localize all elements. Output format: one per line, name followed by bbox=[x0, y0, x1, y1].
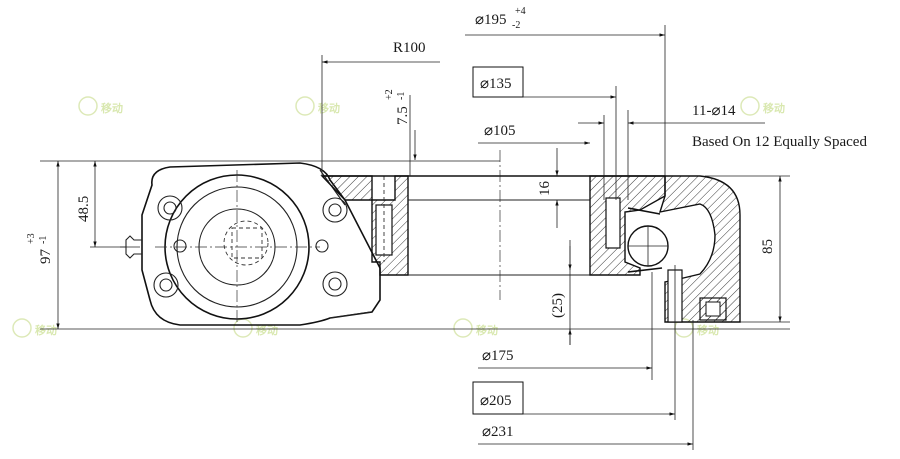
svg-text:移动: 移动 bbox=[35, 323, 57, 337]
lower-seal bbox=[627, 267, 663, 273]
shaft-key-hidden bbox=[231, 227, 263, 259]
svg-text:-1: -1 bbox=[396, 92, 407, 100]
svg-text:97: 97 bbox=[38, 249, 54, 265]
inner-bolt-hole bbox=[605, 197, 621, 249]
dim-d105: ⌀105 bbox=[478, 123, 590, 145]
svg-text:⌀195: ⌀195 bbox=[475, 12, 507, 28]
svg-text:-2: -2 bbox=[512, 20, 520, 31]
dim-holes: 11-⌀14 Based On 12 Equally Spaced bbox=[578, 103, 867, 150]
svg-text:(25): (25) bbox=[550, 293, 566, 318]
dim-d135: ⌀135 bbox=[472, 66, 616, 99]
svg-text:移动: 移动 bbox=[697, 323, 719, 337]
svg-text:移动: 移动 bbox=[476, 323, 498, 337]
svg-text:移动: 移动 bbox=[256, 323, 278, 337]
small-hole-left bbox=[173, 239, 187, 253]
dim-d231: ⌀231 bbox=[478, 424, 693, 446]
svg-text:48.5: 48.5 bbox=[76, 196, 92, 222]
shaft-bore-hidden bbox=[223, 220, 269, 266]
bolt-bottom-right bbox=[322, 271, 348, 297]
svg-text:⌀105: ⌀105 bbox=[484, 123, 516, 139]
dim-r100: R100 bbox=[322, 40, 440, 64]
svg-text:移动: 移动 bbox=[318, 101, 340, 115]
svg-text:11-⌀14: 11-⌀14 bbox=[692, 103, 736, 119]
svg-text:移动: 移动 bbox=[763, 101, 785, 115]
svg-text:+3: +3 bbox=[26, 233, 37, 244]
svg-text:7.5: 7.5 bbox=[395, 106, 411, 125]
small-hole-right bbox=[315, 239, 329, 253]
worm-housing bbox=[120, 162, 381, 326]
watermark-logo-5: 移动 bbox=[233, 318, 278, 338]
svg-text:⌀175: ⌀175 bbox=[482, 348, 514, 364]
watermark-group: 移动 移动 移动 移动 移动 移动 移动 bbox=[12, 96, 785, 338]
dim-d175: ⌀175 bbox=[478, 348, 652, 370]
dim-d195: ⌀195 +4 -2 bbox=[465, 6, 665, 37]
svg-text:-1: -1 bbox=[38, 236, 49, 244]
svg-text:⌀205: ⌀205 bbox=[480, 393, 512, 409]
dim-97: 97 +3 -1 bbox=[26, 161, 60, 329]
dim-25: (25) bbox=[550, 246, 572, 345]
right-ring-section bbox=[500, 175, 741, 323]
watermark-logo-4: 移动 bbox=[12, 318, 57, 338]
dim-485: 48.5 bbox=[76, 161, 97, 247]
upper-seal bbox=[627, 207, 661, 215]
svg-text:85: 85 bbox=[760, 239, 776, 254]
bolt-bottom-left bbox=[153, 272, 179, 298]
dim-16: 16 bbox=[537, 148, 559, 228]
bolt-top-left bbox=[157, 195, 183, 221]
dim-d205: ⌀205 bbox=[472, 381, 675, 416]
svg-text:+4: +4 bbox=[515, 6, 526, 17]
svg-text:⌀135: ⌀135 bbox=[480, 76, 512, 92]
watermark-logo-3: 移动 bbox=[740, 96, 785, 116]
watermark-logo-2: 移动 bbox=[78, 96, 123, 116]
svg-text:+2: +2 bbox=[384, 89, 395, 100]
svg-text:移动: 移动 bbox=[101, 101, 123, 115]
svg-text:R100: R100 bbox=[393, 40, 426, 56]
left-ring-section bbox=[320, 175, 500, 276]
dim-85: 85 bbox=[760, 176, 782, 322]
svg-text:16: 16 bbox=[537, 181, 553, 197]
dim-t75: 7.5 +2 -1 bbox=[384, 89, 417, 160]
bolt-top-right bbox=[322, 197, 348, 223]
svg-text:⌀231: ⌀231 bbox=[482, 424, 514, 440]
watermark-logo-1: 移动 bbox=[295, 96, 340, 116]
watermark-logo-6: 移动 bbox=[453, 318, 498, 338]
note-equally-spaced: Based On 12 Equally Spaced bbox=[692, 134, 867, 150]
